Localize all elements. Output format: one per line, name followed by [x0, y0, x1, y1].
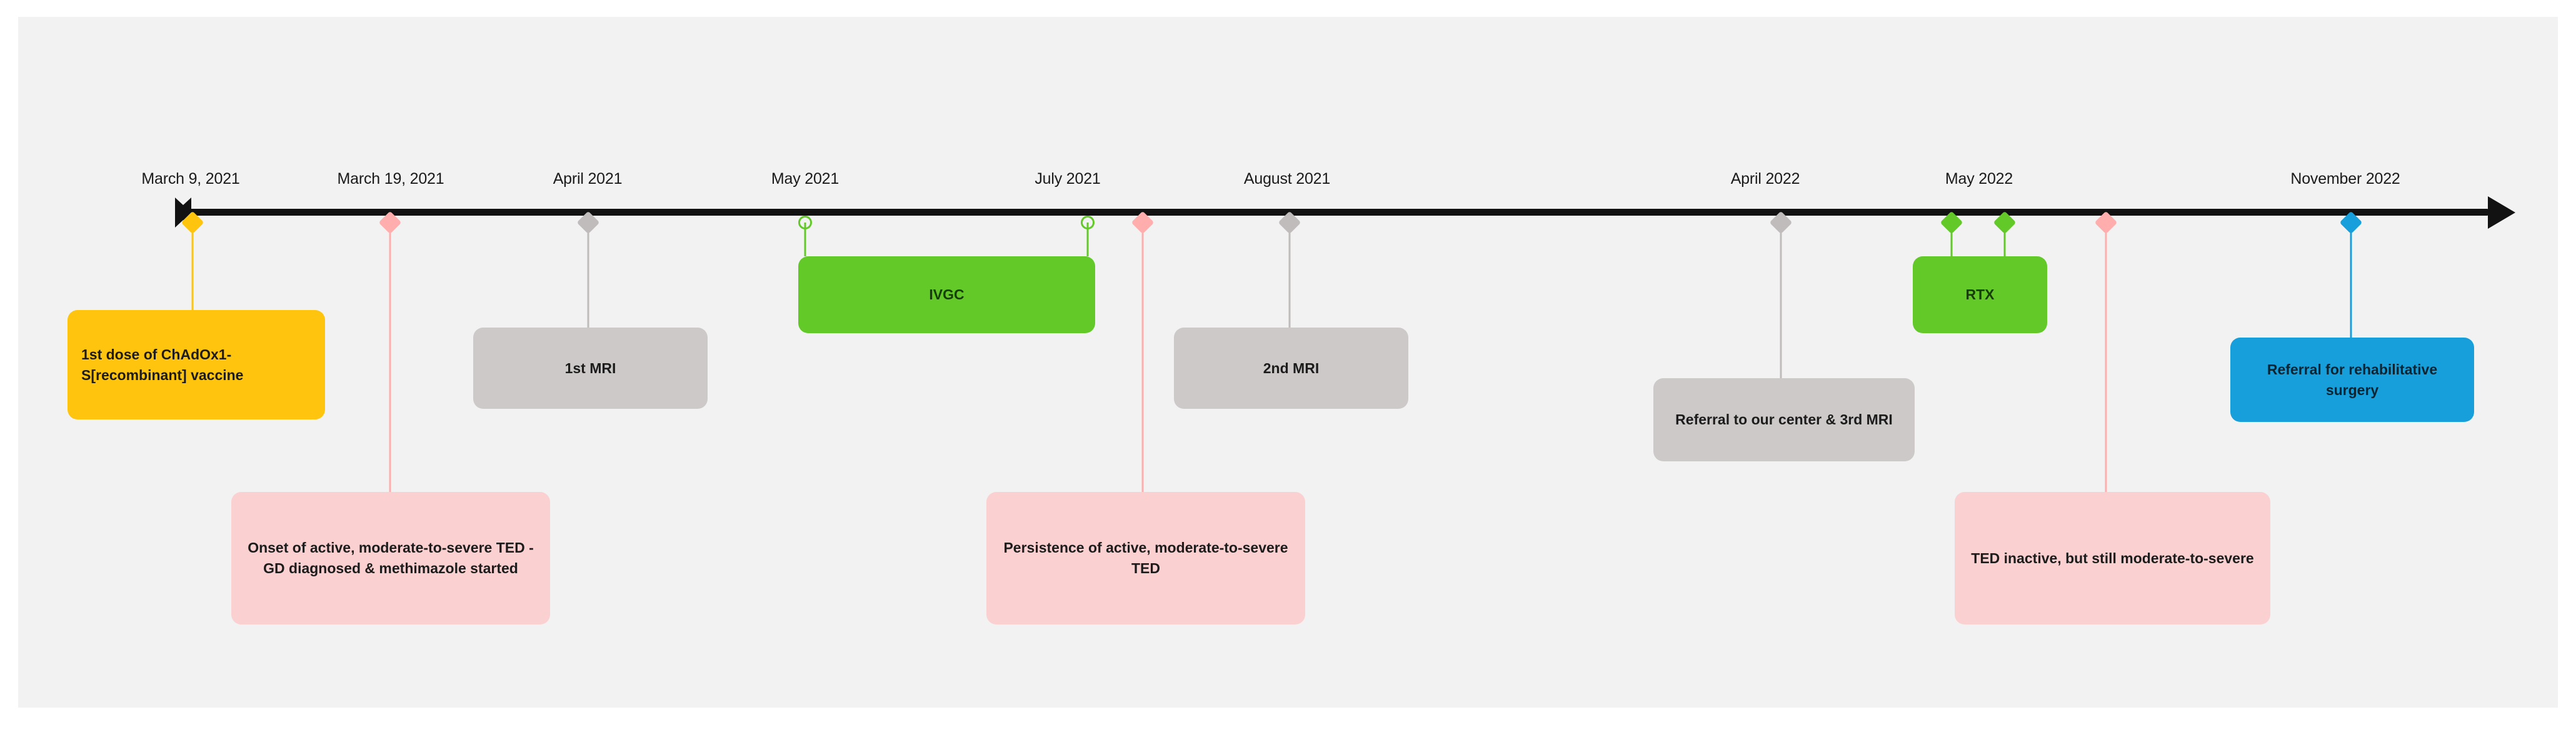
connector-line-vaccine-dose-1: [191, 223, 194, 310]
event-box-vaccine-dose-1[interactable]: 1st dose of ChAdOx1-S[recombinant] vacci…: [68, 310, 325, 419]
connector-line-ted-onset: [389, 223, 391, 492]
axis-tick-label-8: November 2022: [2290, 170, 2400, 188]
marker-ivgc-therapy-0: [798, 216, 812, 229]
event-box-mri-1[interactable]: 1st MRI: [473, 328, 708, 409]
axis-tick-label-5: August 2021: [1243, 170, 1331, 188]
timeline-arrow-icon: [2488, 196, 2515, 229]
axis-tick-label-3: May 2021: [771, 170, 839, 188]
event-box-referral-center-mri-3[interactable]: Referral to our center & 3rd MRI: [1653, 378, 1915, 461]
axis-tick-label-4: July 2021: [1035, 170, 1101, 188]
connector-line-ivgc-therapy-0: [804, 223, 806, 256]
event-box-mri-2[interactable]: 2nd MRI: [1174, 328, 1408, 409]
connector-line-mri-1: [587, 223, 589, 328]
connector-line-rtx-therapy-1: [2003, 223, 2006, 256]
connector-line-referral-center-mri-3: [1780, 223, 1782, 378]
event-box-rtx-therapy[interactable]: RTX: [1913, 256, 2047, 333]
connector-line-ted-inactive: [2105, 223, 2107, 492]
axis-tick-label-6: April 2022: [1730, 170, 1800, 188]
connector-line-ted-persistence: [1141, 223, 1144, 492]
axis-tick-label-1: March 19, 2021: [337, 170, 444, 188]
timeline-axis: [175, 209, 2488, 216]
event-box-ted-onset[interactable]: Onset of active, moderate-to-severe TED …: [231, 492, 550, 624]
axis-tick-label-7: May 2022: [1945, 170, 2013, 188]
event-box-ivgc-therapy[interactable]: IVGC: [798, 256, 1095, 333]
event-box-ted-inactive[interactable]: TED inactive, but still moderate-to-seve…: [1955, 492, 2270, 624]
connector-line-rehab-surgery-referral: [2350, 223, 2352, 338]
connector-line-rtx-therapy-0: [1950, 223, 1953, 256]
marker-ivgc-therapy-1: [1081, 216, 1095, 229]
axis-tick-label-0: March 9, 2021: [141, 170, 240, 188]
connector-line-mri-2: [1288, 223, 1291, 328]
connector-line-ivgc-therapy-1: [1086, 223, 1089, 256]
event-box-ted-persistence[interactable]: Persistence of active, moderate-to-sever…: [986, 492, 1305, 624]
axis-tick-label-2: April 2021: [553, 170, 623, 188]
event-box-rehab-surgery-referral[interactable]: Referral for rehabilitative surgery: [2230, 338, 2474, 422]
